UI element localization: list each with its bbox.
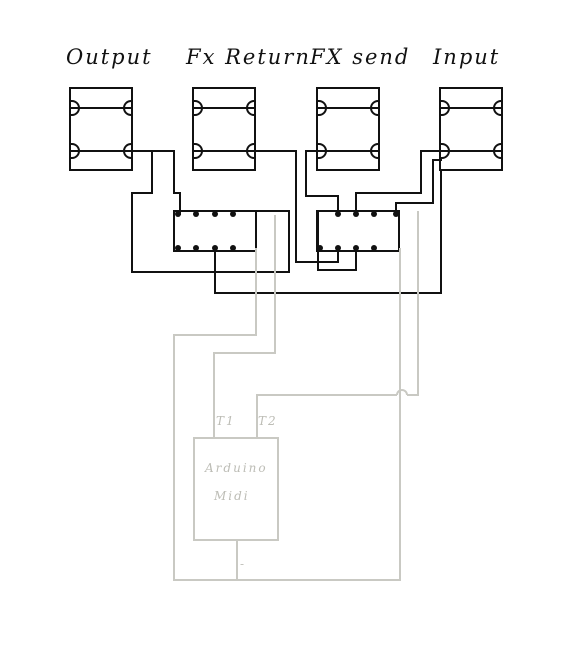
jack-label-output: Output — [66, 45, 153, 69]
arduino-midi-board: Arduino Midi T1 T2 - — [193, 414, 279, 571]
audio-wiring — [130, 150, 443, 294]
control-wiring — [173, 211, 419, 581]
jack-fx-return — [192, 87, 256, 171]
relay-right — [316, 210, 400, 252]
arduino-ground-label: - — [240, 557, 246, 571]
jack-label-fx-send: FX send — [309, 45, 410, 69]
jack-fx-send — [316, 87, 380, 171]
jack-output — [69, 87, 133, 171]
jack-input — [439, 87, 503, 171]
arduino-subtitle: Midi — [213, 489, 250, 503]
arduino-pin-t2-label: T2 — [258, 414, 278, 428]
arduino-title: Arduino — [204, 461, 268, 475]
jack-label-input: Input — [432, 45, 500, 69]
relay-left — [173, 210, 257, 252]
jack-label-fx-return: Fx Return — [185, 45, 311, 69]
arduino-pin-t1-label: T1 — [216, 414, 236, 428]
